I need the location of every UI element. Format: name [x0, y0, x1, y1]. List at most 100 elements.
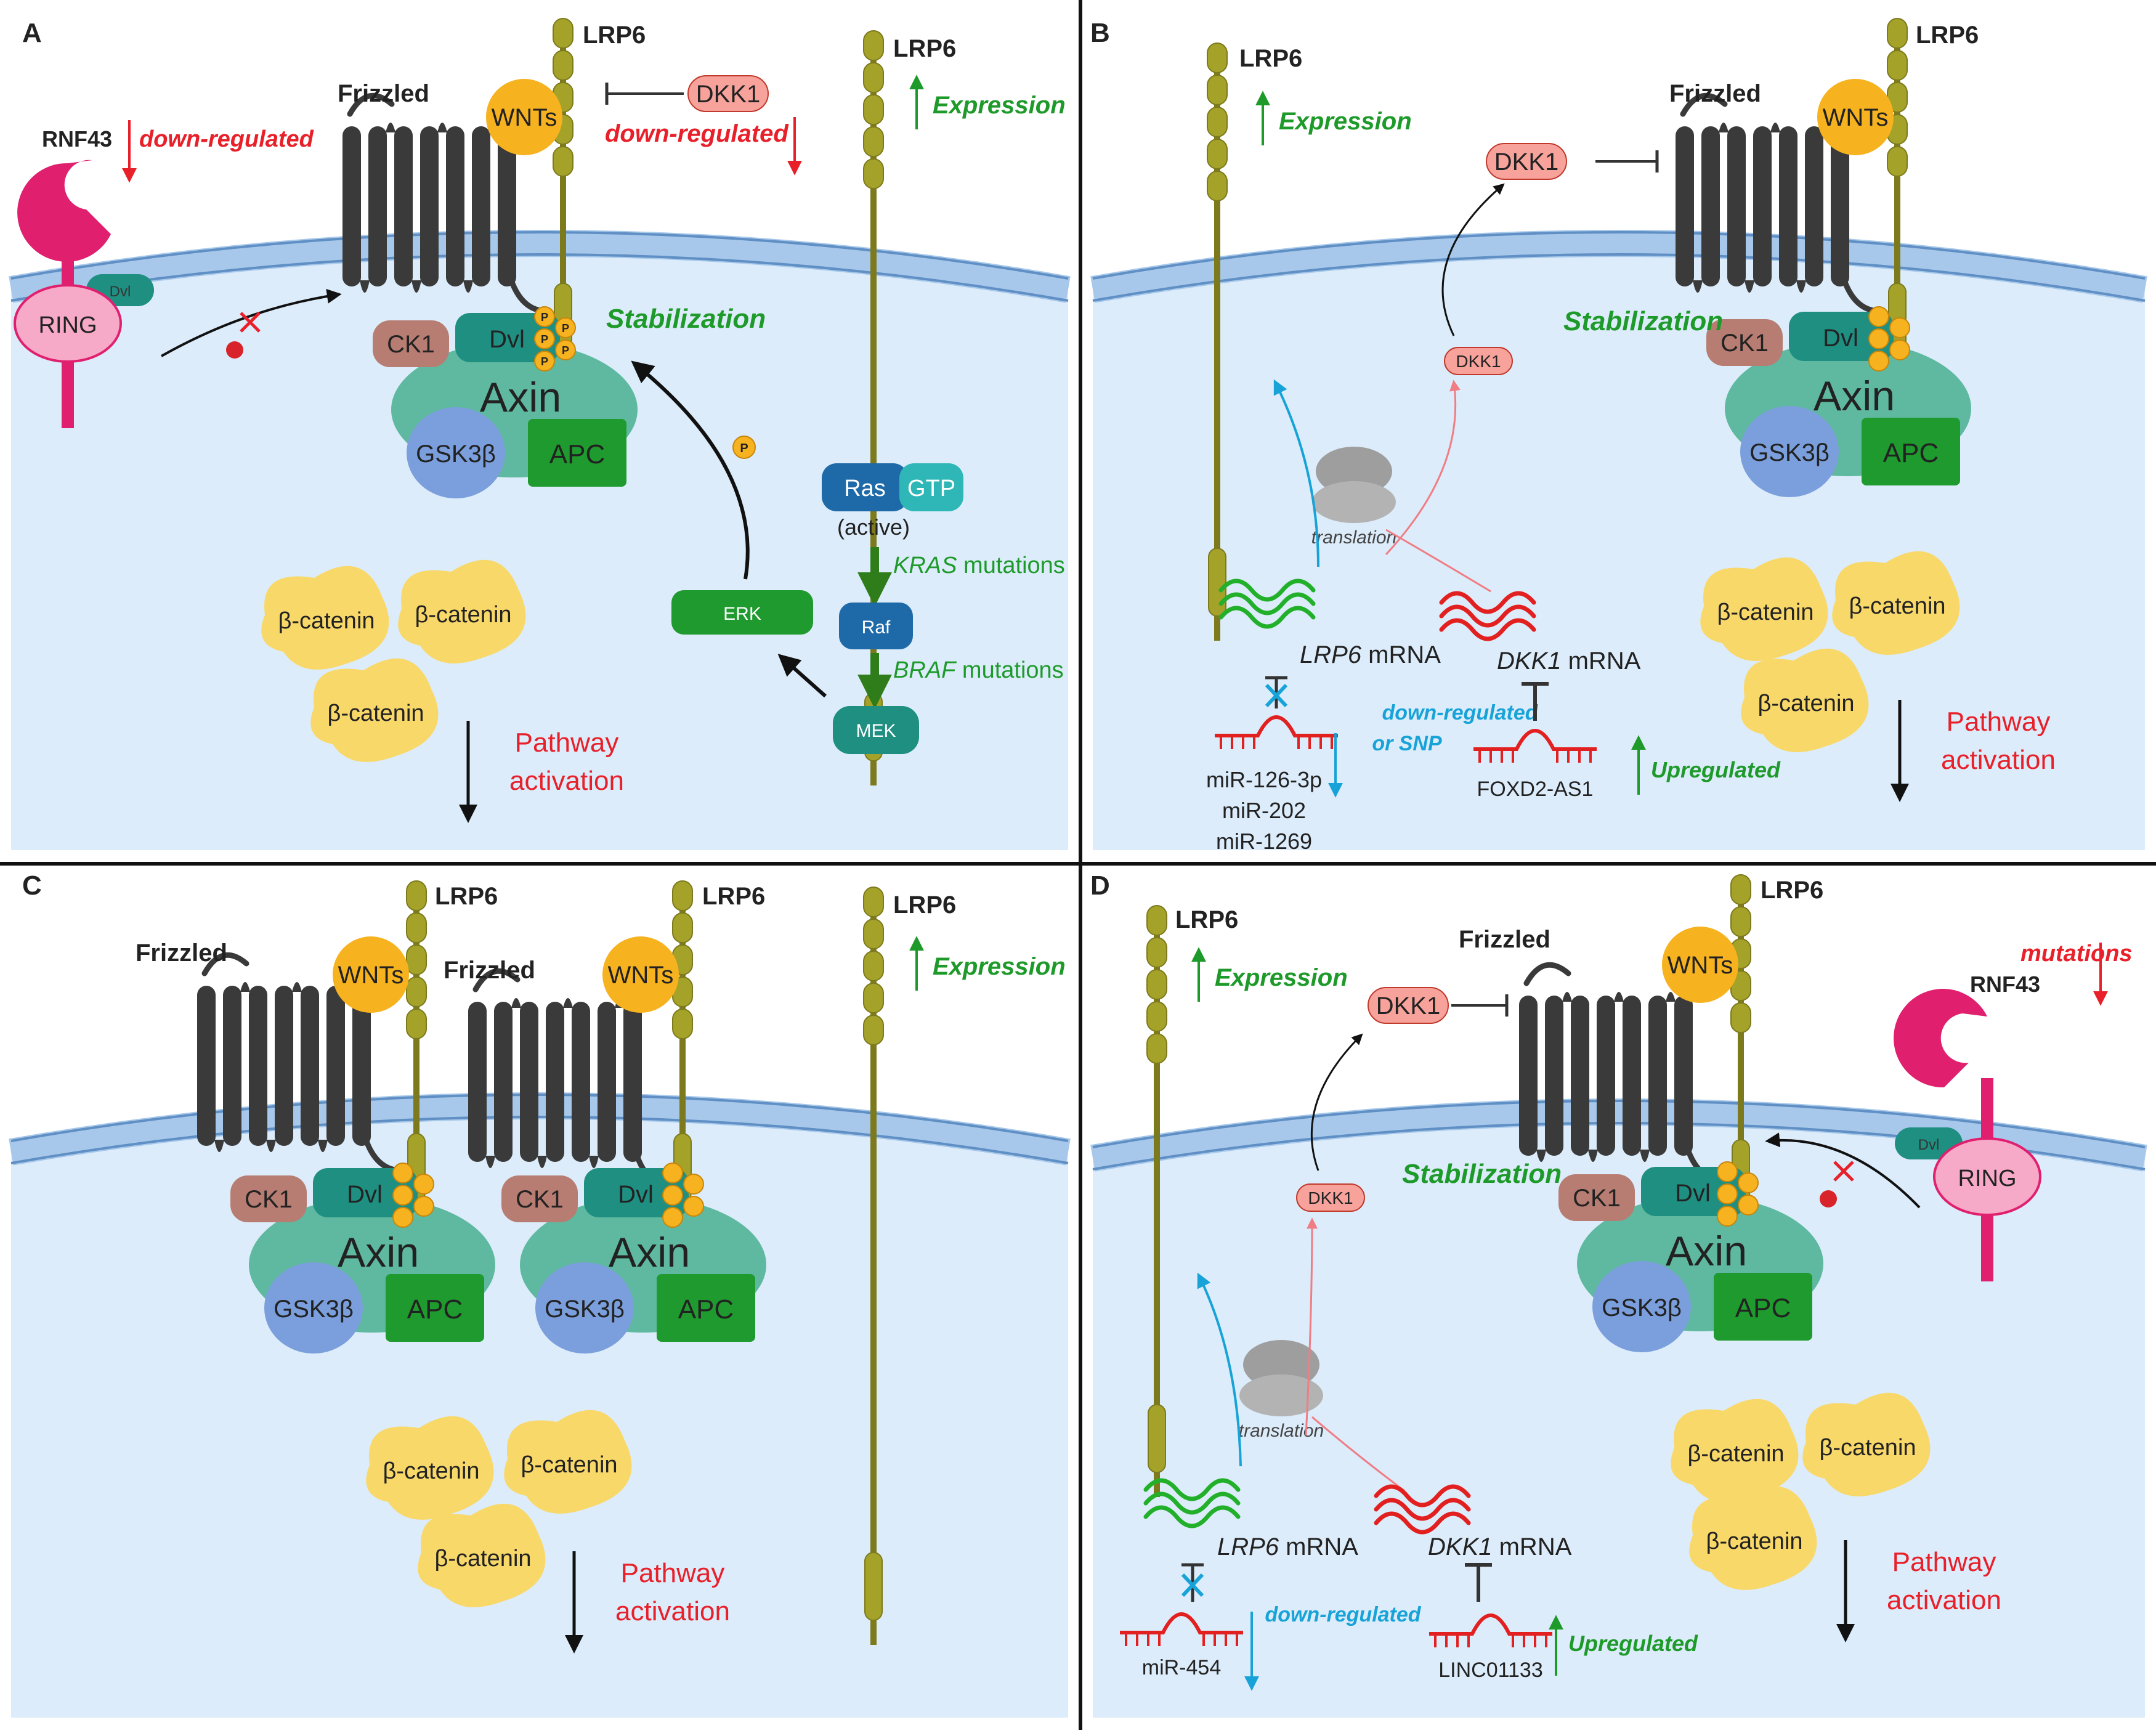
lrp6-domain: [1146, 969, 1167, 1000]
phosphate-dot: [683, 1196, 704, 1217]
frizzled-n-terminus: [347, 92, 395, 117]
dkk1-down-label: down-regulated: [605, 120, 789, 147]
beta-catenin-shape: [1832, 551, 1960, 655]
stabilization-label: Stabilization: [1563, 306, 1723, 336]
frizzled-helix: [1545, 996, 1563, 1156]
beta-catenin: β-catenin: [1741, 648, 1869, 752]
beta-catenin-shape: [1802, 1392, 1931, 1496]
lrp6-domain: [406, 944, 427, 975]
beta-catenin-label: β-catenin: [383, 1458, 479, 1484]
phosphate-label: P: [541, 333, 548, 346]
rnf43-label: RNF43: [42, 126, 112, 152]
dvl-label: Dvl: [347, 1181, 383, 1208]
frizzled-loop: [266, 1140, 276, 1152]
wnts-label: WNTs: [338, 962, 404, 989]
phosphate-dot: [1868, 351, 1889, 371]
frizzled-label: Frizzled: [1669, 80, 1761, 107]
phosphate-dot: [1738, 1172, 1759, 1193]
gtp-shape: [899, 463, 963, 511]
gsk3b-label: GSK3β: [1749, 439, 1830, 466]
phosphate-dot: [555, 317, 576, 338]
dkk1-shape: [1486, 143, 1567, 180]
frizzled-loop: [1536, 1150, 1546, 1162]
beta-catenin-shape: [366, 1416, 494, 1520]
lrp6-domain: [863, 94, 884, 125]
frizzled-loop: [214, 1140, 224, 1152]
apc-label: APC: [1883, 438, 1939, 468]
gtp-label: GTP: [907, 476, 955, 501]
lrp6-stalk: [413, 881, 419, 1226]
wnts-ligand: WNTs: [1662, 927, 1738, 1003]
wnts-label: WNTs: [492, 104, 557, 131]
dkk1-mrna-link: [1311, 1416, 1405, 1492]
pathway-label: Pathway: [621, 1558, 725, 1588]
phosphate-label: P: [562, 344, 569, 357]
dkk1-mrna-label: DKK1 mRNA: [1428, 1533, 1572, 1561]
ck1-shape: [230, 1175, 307, 1222]
frizzled-label: Frizzled: [136, 940, 227, 967]
wnts-circle: [1662, 927, 1738, 1003]
gsk3b-shape: [535, 1262, 634, 1354]
phosphate-label: P: [541, 355, 548, 368]
beta-catenin-label: β-catenin: [327, 700, 424, 726]
lrp6-domain: [863, 158, 884, 189]
beta-catenin-shape: [1741, 648, 1869, 752]
dkk1-mrna-label: DKK1 mRNA: [1497, 647, 1641, 675]
translation-label: translation: [1239, 1421, 1324, 1441]
dkk1-mrna-label-suffix: mRNA: [1493, 1533, 1572, 1561]
ubiquitination-arrow: [1765, 1132, 1921, 1209]
phosphorylation-sites: [1868, 306, 1910, 371]
dvl-shape: [455, 313, 560, 362]
frizzled-helix: [623, 1002, 642, 1162]
beta-catenin: β-catenin: [1689, 1486, 1817, 1590]
frizzled-receptor: [197, 952, 402, 1174]
frizzled-loop: [1640, 1150, 1650, 1162]
mirna-lrp6: [1215, 715, 1338, 749]
cytoplasm: [11, 243, 1068, 850]
mek-shape: [833, 706, 919, 754]
mrna-strand: [1374, 1498, 1471, 1521]
phosphate-label: P: [562, 322, 569, 335]
frizzled-helix: [301, 986, 319, 1146]
lrp6-mrna-label-suffix: mRNA: [1361, 641, 1441, 668]
lrp6-domain: [1730, 906, 1751, 937]
lrp6-domain: [553, 50, 573, 81]
apc-shape: [386, 1274, 484, 1342]
lrp6-domain: [672, 1009, 693, 1039]
frizzled-loop: [463, 280, 473, 293]
mrna-strand: [1143, 1478, 1241, 1501]
mrna-strand: [1143, 1505, 1241, 1528]
dvl-shape: [313, 1168, 418, 1217]
panel-letter-a: A: [22, 18, 42, 48]
mek-label: MEK: [856, 721, 896, 741]
dvl-label: Dvl: [618, 1181, 654, 1208]
mirna-label: miR-1269: [1216, 829, 1312, 854]
dkk1-protein: DKK1: [1444, 347, 1513, 375]
block-cross: [240, 312, 261, 333]
pathway-label: Pathway: [1892, 1547, 1996, 1577]
dkk1-secretion-arrow: [1310, 1033, 1363, 1171]
beta-catenin-label: β-catenin: [1849, 593, 1945, 619]
lrp6-domain: [1887, 18, 1908, 49]
expression-label: Expression: [933, 92, 1066, 119]
lrp6-stalk: [870, 31, 877, 785]
beta-catenin-label: β-catenin: [1706, 1528, 1802, 1554]
dkk1-mrna: [1374, 1484, 1471, 1535]
braf-mutations-label: BRAF mutations: [893, 657, 1064, 683]
lrp6-label: LRP6: [1916, 22, 1979, 49]
wnts-circle: [1817, 79, 1894, 155]
lrp6-mrna: [1143, 1478, 1241, 1528]
frizzled-helix: [468, 1002, 487, 1162]
beta-catenin-label: β-catenin: [521, 1452, 617, 1478]
frizzled-loop: [240, 982, 250, 992]
lrp6-domain: [406, 880, 427, 911]
lrp6-domain: [863, 887, 884, 917]
wnts-circle: [333, 936, 409, 1013]
frizzled-n-terminus: [1523, 962, 1571, 986]
activation-label: activation: [1887, 1585, 2001, 1615]
apc-shape: [657, 1274, 755, 1342]
